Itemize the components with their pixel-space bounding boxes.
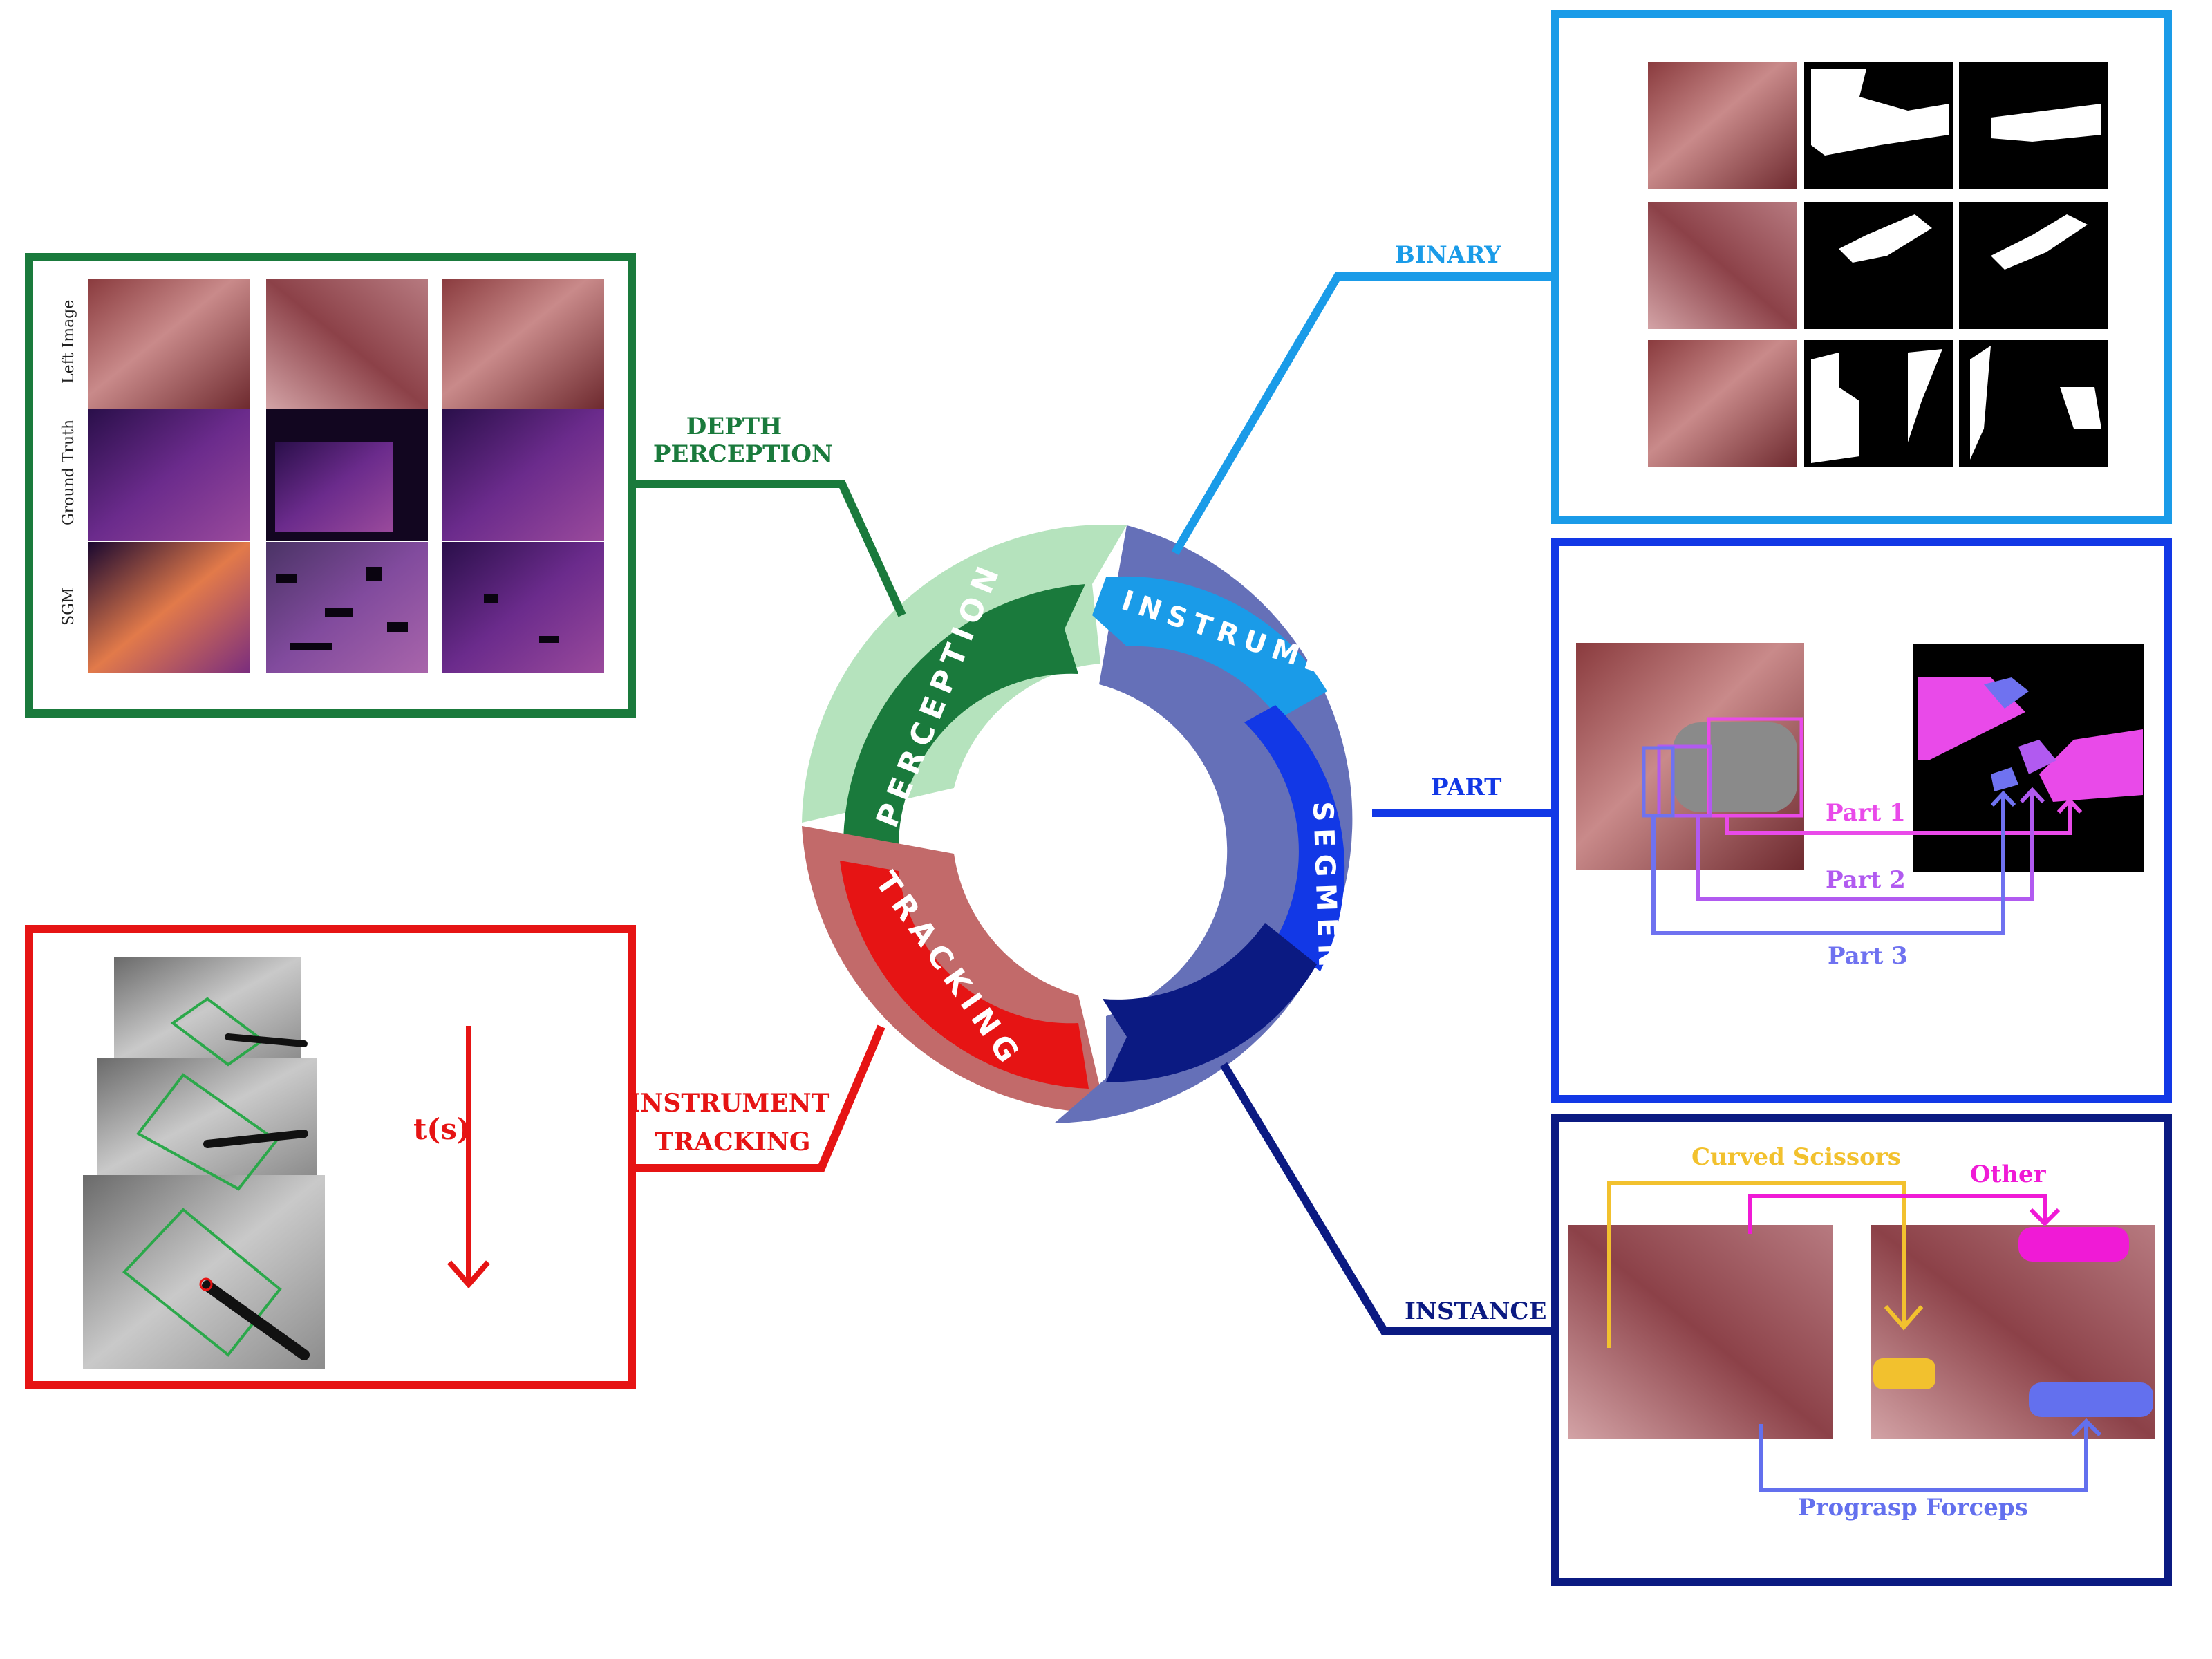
tracking-frame-1 [114, 957, 301, 1061]
part2-label: Part 2 [1826, 866, 1906, 894]
binary-grid [1648, 62, 2108, 467]
depth-left-image-2 [266, 279, 428, 409]
depth-title-line1: DEPTH [686, 413, 782, 440]
part1-arrow [1725, 797, 2083, 835]
tracking-instruments [202, 1033, 310, 1360]
part-instrument-shaft [1673, 722, 1797, 812]
segmentation-arc [1244, 705, 1345, 971]
instance-forceps-arrow [1759, 1418, 2102, 1492]
tracking-connector [632, 1024, 885, 1172]
depth-ground-truth-3 [442, 409, 604, 541]
instance-connector [1219, 1062, 1551, 1335]
binary-mask-row2-a [1804, 202, 1953, 329]
part-box-part3 [1642, 746, 1675, 818]
binary-mask-row2-b [1959, 202, 2108, 329]
depth-sgm-2 [266, 542, 428, 673]
binary-panel: BINARY [1171, 10, 2172, 556]
binary-image-row2 [1648, 202, 1797, 329]
depth-panel: Left Image Ground Truth SGM DEPTH PERCEP… [25, 253, 906, 718]
instance-panel: Curved Scissors Other Prograsp Forceps I… [1219, 1062, 2172, 1586]
depth-row-label-left-image: Left Image [60, 300, 77, 384]
instance-other-arrow [1748, 1194, 2061, 1234]
instance-label: INSTANCE [1405, 1297, 1546, 1325]
instance-other-label: Other [1970, 1161, 2047, 1188]
binary-image-row1 [1648, 62, 1797, 189]
depth-sgm-holes [276, 567, 559, 650]
depth-title-line2: PERCEPTION [653, 440, 833, 468]
part-box-part2 [1657, 744, 1712, 818]
tracking-instrument-1 [225, 1033, 308, 1047]
part-label: PART [1431, 774, 1501, 801]
part2-arrow [1696, 787, 2045, 901]
binary-label: BINARY [1395, 241, 1501, 269]
instance-scissors-arrow [1607, 1181, 1924, 1348]
depth-sgm-3 [442, 542, 604, 673]
part-mask-joint [1984, 677, 2029, 709]
task-wheel: PERCEPTION INSTRUMENT SEGMENTATION TRACK… [802, 524, 1387, 1127]
tracking-arc [840, 861, 1089, 1089]
instance-scissors-label: Curved Scissors [1691, 1143, 1901, 1171]
depth-ground-truth-1 [88, 409, 250, 541]
tracking-title-line2: TRACKING [655, 1127, 810, 1156]
tracking-target-marker [199, 1277, 213, 1291]
instrument-arc [1092, 576, 1327, 719]
part-mask-wrist [2018, 740, 2056, 774]
tracking-frame-2 [97, 1058, 317, 1175]
depth-row-label-ground-truth: Ground Truth [60, 420, 77, 525]
depth-ground-truth-2-region [275, 442, 393, 532]
part-mask-tip [1991, 767, 2018, 791]
depth-left-image-3 [442, 279, 604, 409]
depth-connector [632, 480, 906, 617]
instance-scissors-mask [1873, 1358, 1936, 1389]
tracking-instrument-2 [203, 1130, 308, 1148]
depth-row-label-sgm: SGM [60, 588, 77, 626]
perception-arc [843, 584, 1085, 850]
depth-grid [88, 279, 604, 673]
part-mask-shaft-right [2039, 729, 2143, 802]
depth-row-labels: Left Image Ground Truth SGM [60, 300, 77, 626]
tracking-title-line1: INSTRUMENT [629, 1089, 830, 1118]
depth-sgm-1 [88, 542, 250, 673]
part3-label: Part 3 [1828, 942, 1908, 970]
instance-source-image [1568, 1225, 1833, 1439]
part-panel: Part 1 Part 2 Part 3 PART [1372, 538, 2172, 1103]
instance-other-mask [2018, 1227, 2129, 1262]
instance-forceps-label: Prograsp Forceps [1798, 1494, 2028, 1521]
binary-connector [1171, 272, 1551, 556]
tracking-box-3 [122, 1208, 282, 1357]
depth-left-image-1 [88, 279, 250, 409]
instance-forceps-mask [2029, 1382, 2153, 1417]
part3-arrow [1651, 790, 2016, 935]
segmentation-ation-arc [1103, 923, 1317, 1082]
tracking-time-label: t(s) [413, 1112, 471, 1146]
tracking-instrument-3 [202, 1280, 310, 1360]
tracking-time-arrowhead [447, 1260, 491, 1289]
tracking-panel: t(s) INSTRUMENT TRACKING [25, 925, 885, 1389]
part1-label: Part 1 [1826, 799, 1906, 827]
binary-image-row3 [1648, 340, 1797, 467]
binary-mask-shapes [1811, 69, 2101, 463]
